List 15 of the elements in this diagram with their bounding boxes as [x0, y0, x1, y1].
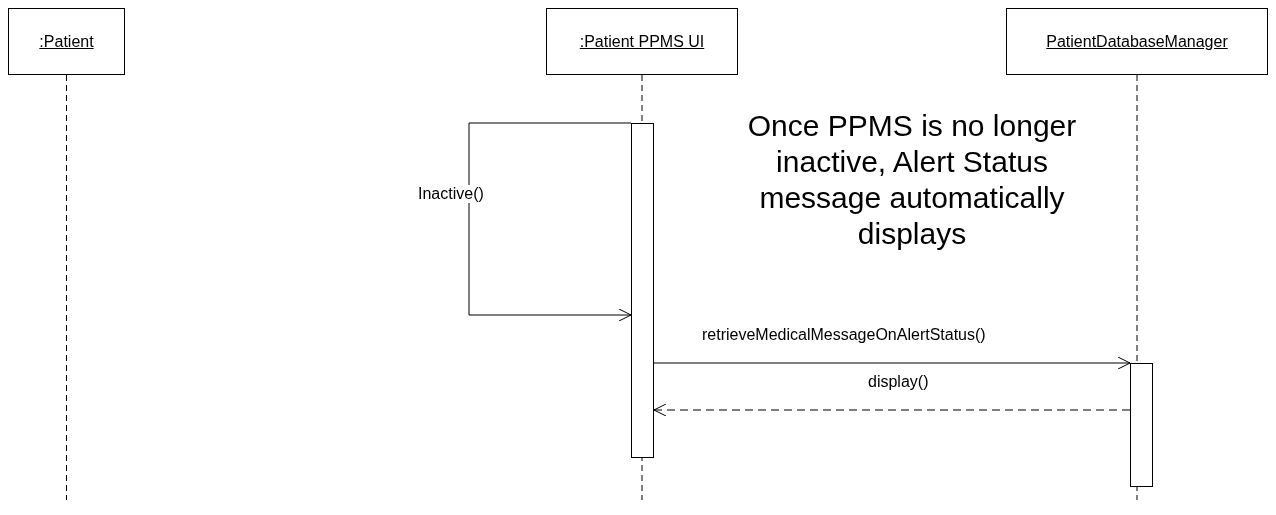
- message-label: Inactive(): [416, 185, 486, 203]
- activation-bar: [631, 123, 654, 458]
- return-message-arrow: [653, 403, 1131, 417]
- message-label: display(): [866, 373, 931, 391]
- message-arrow: [653, 356, 1131, 370]
- lifeline-head-box: [546, 8, 738, 75]
- note-text: Once PPMS is no longer inactive, Alert Status message automatically displays: [746, 108, 1078, 252]
- lifeline-head-box: [1006, 8, 1268, 75]
- object-name: :Patient: [39, 32, 94, 51]
- message-arrow: [468, 122, 632, 322]
- object-name: :Patient PPMS UI: [579, 32, 705, 51]
- lifeline-head-box: [8, 8, 125, 75]
- message-label: retrieveMedicalMessageOnAlertStatus(): [700, 326, 988, 344]
- activation-bar: [1130, 363, 1153, 487]
- object-name: PatientDatabaseManager: [1046, 32, 1228, 51]
